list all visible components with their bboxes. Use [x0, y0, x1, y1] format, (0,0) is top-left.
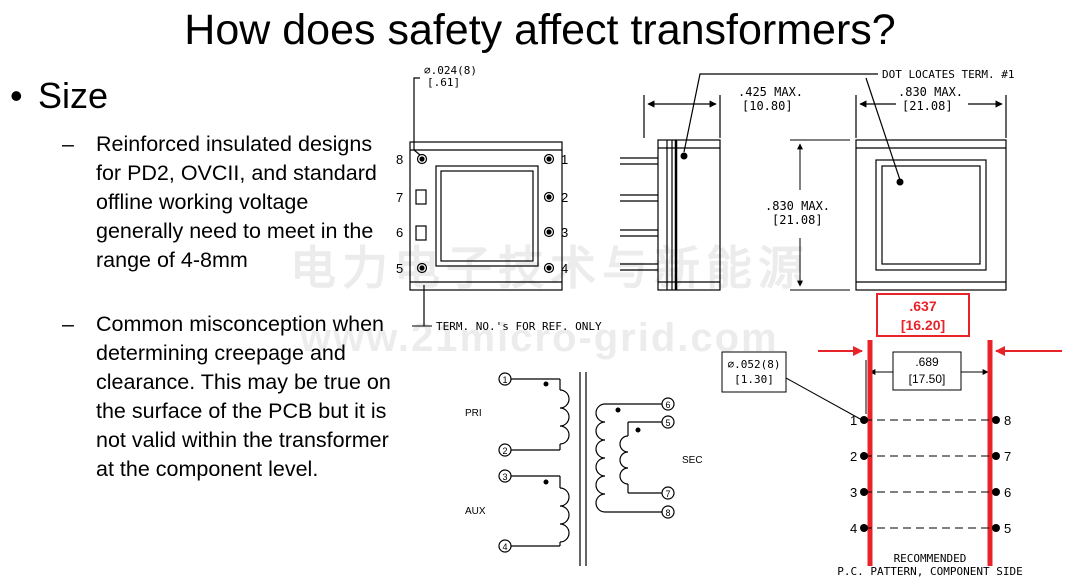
sec-label: SEC — [682, 455, 703, 466]
pad-label: 5 — [1004, 521, 1011, 536]
pin-label: 5 — [396, 261, 403, 276]
pin-label: 4 — [561, 261, 568, 276]
hole-dia-label: ⌀.052(8) — [728, 358, 781, 371]
pad-label: 6 — [1004, 485, 1011, 500]
subpoint-1-text: Reinforced insulated designs for PD2, OV… — [96, 132, 377, 272]
pad-label: 3 — [850, 485, 857, 500]
pad-label: 4 — [850, 521, 857, 536]
highlight-value: .637 — [909, 298, 936, 314]
aux-label: AUX — [465, 506, 486, 517]
dot-marker — [680, 152, 688, 160]
height-mm: [21.08] — [772, 213, 823, 227]
pin-dia-label: ⌀.024(8) — [424, 64, 477, 77]
highlight-box — [876, 293, 970, 337]
spacing-mm: [17.50] — [909, 372, 946, 386]
pin-label: 8 — [396, 152, 403, 167]
dash-icon: – — [62, 312, 74, 336]
dot-marker — [543, 479, 549, 485]
depth-mm: [10.80] — [742, 99, 793, 113]
end-view — [683, 73, 1007, 291]
schematic-terminal: 8 — [665, 508, 670, 518]
side-view — [620, 95, 721, 291]
width-mm: [21.08] — [902, 99, 953, 113]
bullet-dot-icon: • — [10, 75, 23, 116]
pin-label: 2 — [561, 190, 568, 205]
bullet-size: • Size — [10, 76, 108, 116]
pad-label: 2 — [850, 449, 857, 464]
dash-icon: – — [62, 132, 74, 156]
pin-label: 7 — [396, 190, 403, 205]
schematic-terminal: 6 — [665, 400, 670, 410]
top-view — [409, 77, 563, 326]
term-note: TERM. NO.'s FOR REF. ONLY — [436, 320, 602, 333]
dot-marker — [896, 178, 904, 186]
subpoint-2-text: Common misconception when determining cr… — [96, 312, 391, 481]
pad-label: 8 — [1004, 413, 1011, 428]
dot-note: DOT LOCATES TERM. #1 — [882, 68, 1014, 81]
hole-dia-mm: [1.30] — [734, 373, 774, 386]
pin-label: 1 — [561, 152, 568, 167]
pin-label: 6 — [396, 225, 403, 240]
height-label: .830 MAX. — [765, 199, 830, 213]
pcb-caption-2: P.C. PATTERN, COMPONENT SIDE — [837, 565, 1022, 578]
width-label: .830 MAX. — [898, 85, 963, 99]
schematic — [498, 372, 675, 566]
dot-marker — [615, 407, 621, 413]
highlight-value-mm: [16.20] — [901, 317, 945, 333]
pin-dia-mm: [.61] — [427, 76, 460, 89]
schematic-terminal: 5 — [665, 418, 670, 428]
pri-label: PRI — [465, 408, 482, 419]
pad-label: 7 — [1004, 449, 1011, 464]
schematic-terminal: 2 — [502, 446, 507, 456]
bullet-size-label: Size — [38, 75, 109, 116]
dot-marker — [635, 427, 641, 433]
depth-label: .425 MAX. — [738, 85, 803, 99]
watermark-url: www.21micro-grid.com — [300, 316, 779, 360]
pin-label: 3 — [561, 225, 568, 240]
schematic-terminal: 1 — [502, 375, 507, 385]
slide-title: How does safety affect transformers? — [184, 6, 896, 54]
schematic-terminal: 7 — [665, 489, 670, 499]
pcb-caption-1: RECOMMENDED — [894, 552, 967, 565]
pad-label: 1 — [850, 413, 857, 428]
spacing-label: .689 — [915, 355, 939, 369]
dot-marker — [543, 381, 549, 387]
schematic-terminal: 4 — [502, 542, 507, 552]
schematic-terminal: 3 — [502, 472, 507, 482]
